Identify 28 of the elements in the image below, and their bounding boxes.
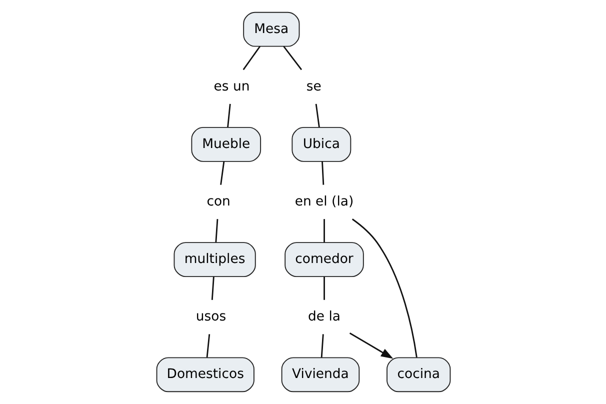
node-box: Domesticos [156, 357, 254, 392]
node-box: comedor [284, 242, 364, 278]
connector [321, 161, 324, 185]
connector [314, 104, 320, 128]
connector [220, 161, 224, 185]
node-box: cocina [386, 357, 450, 392]
node-box: Vivienda [280, 357, 360, 392]
connector [206, 334, 210, 358]
node-box: multiples [173, 242, 256, 278]
connector [320, 334, 324, 358]
connector [323, 276, 324, 300]
node-text: con [206, 194, 230, 210]
connector [351, 218, 417, 358]
node-text: se [306, 79, 321, 94]
node-text: en el (la) [294, 194, 354, 210]
connector [210, 276, 214, 300]
node-text: de la [308, 310, 340, 325]
node-box: Ubica [291, 126, 351, 162]
connector [214, 219, 218, 242]
node-text: usos [195, 310, 226, 325]
arrow [348, 332, 393, 359]
connector [226, 104, 230, 128]
node-text: es un [213, 79, 250, 94]
connector [323, 219, 324, 242]
node-box: Mueble [190, 126, 261, 162]
connector [242, 46, 260, 70]
node-box: Mesa [242, 12, 300, 47]
connector [282, 46, 302, 70]
